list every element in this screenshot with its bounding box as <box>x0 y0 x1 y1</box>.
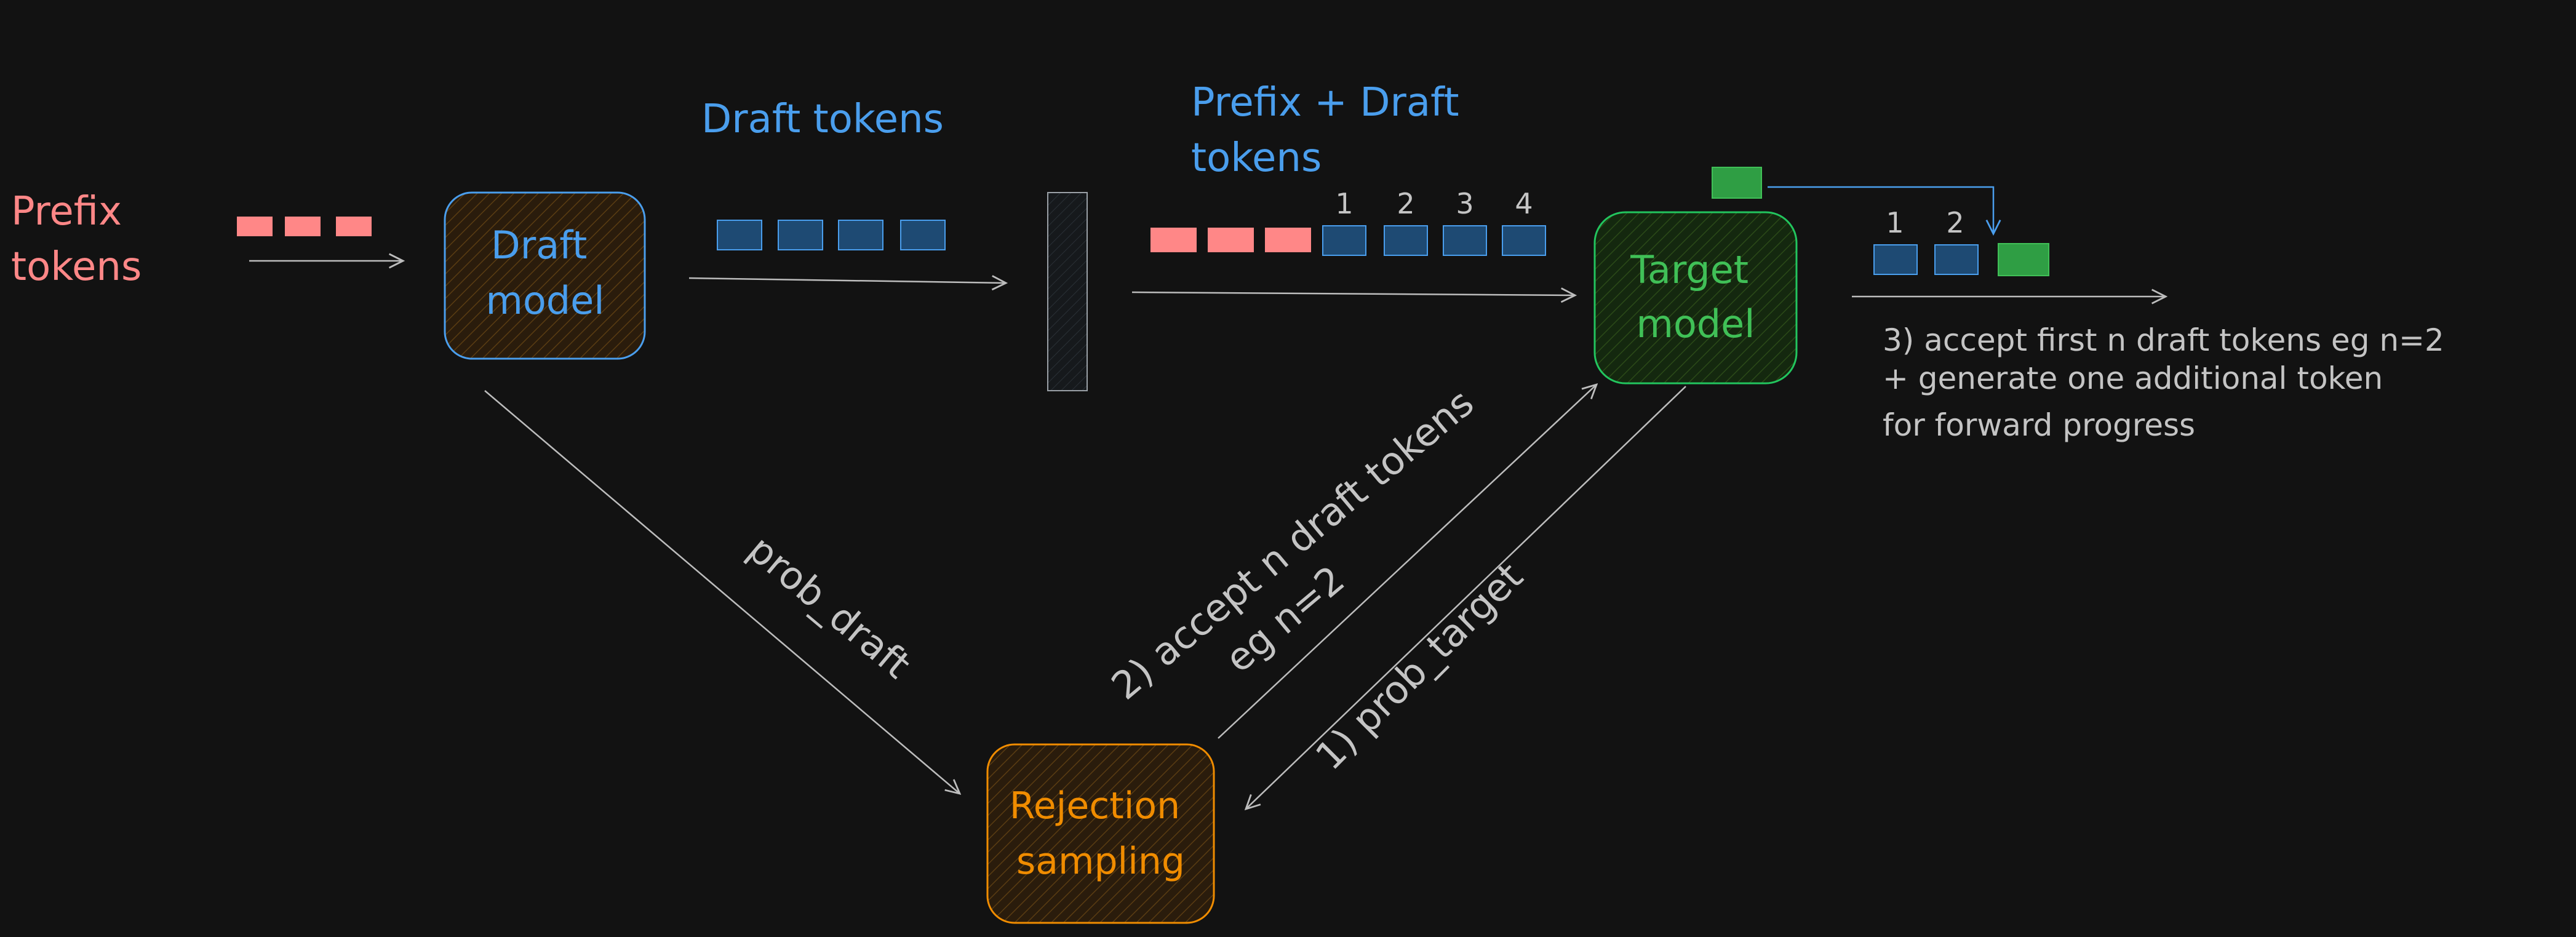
arrow-generated-to-output <box>1768 186 1993 234</box>
arrow-draft-to-rejection <box>484 390 960 794</box>
rejection-sampling-box <box>986 743 1215 924</box>
arrow-concat-to-target <box>1131 292 1575 295</box>
arrow-target-to-rejection <box>1246 386 1686 809</box>
draft-token <box>1322 225 1366 256</box>
draft-token <box>717 220 762 250</box>
prob-draft-label: prob_draft <box>740 527 919 687</box>
draft-token <box>900 220 946 250</box>
prefix-token <box>1265 228 1311 252</box>
target-model-label: Target model <box>1630 247 1761 346</box>
accepted-token <box>1934 244 1979 275</box>
prefix-token <box>1150 228 1197 252</box>
output-token-group <box>1873 243 2049 276</box>
target-model-box <box>1593 211 1798 385</box>
position-number: 3 <box>1456 187 1473 220</box>
position-number: 1 <box>1335 187 1353 220</box>
position-number: 2 <box>1946 206 1964 239</box>
accept-step-label: 2) accept n draft tokens eg n=2 <box>1103 372 1525 749</box>
draft-token <box>838 220 883 250</box>
prefix-draft-tokens-label: Prefix + Draft tokens <box>1191 80 1472 181</box>
draft-token <box>1384 225 1428 256</box>
generated-token <box>1998 243 2049 276</box>
draft-token-group <box>717 220 946 250</box>
draft-token <box>1502 225 1546 256</box>
draft-token <box>1443 225 1487 256</box>
arrow-draft-to-concat <box>688 278 1006 283</box>
draft-model-box <box>444 191 646 360</box>
prefix-token-group <box>237 217 372 236</box>
result-annotation: 3) accept first n draft tokens eg n=2 + … <box>1883 322 2454 443</box>
position-number: 1 <box>1886 206 1904 239</box>
rejection-sampling-label: Rejection sampling <box>1010 784 1192 883</box>
prefix-token <box>237 217 273 236</box>
draft-model-label: Draft model <box>485 223 604 323</box>
accepted-token <box>1873 244 1918 275</box>
draft-token <box>778 220 823 250</box>
output-position-numbers: 1 2 <box>1886 206 1964 239</box>
concat-token-group <box>1150 225 1546 256</box>
prefix-tokens-label: Prefix tokens <box>11 189 142 290</box>
position-number: 4 <box>1515 187 1533 220</box>
prefix-token <box>285 217 321 236</box>
prefix-token <box>1208 228 1254 252</box>
draft-tokens-label: Draft tokens <box>701 97 944 142</box>
position-number: 2 <box>1397 187 1414 220</box>
concat-bar <box>1047 192 1088 391</box>
generated-token <box>1712 167 1762 199</box>
draft-position-numbers: 1 2 3 4 <box>1335 187 1533 220</box>
arrow-rejection-to-target <box>1218 385 1597 739</box>
prefix-token <box>336 217 372 236</box>
